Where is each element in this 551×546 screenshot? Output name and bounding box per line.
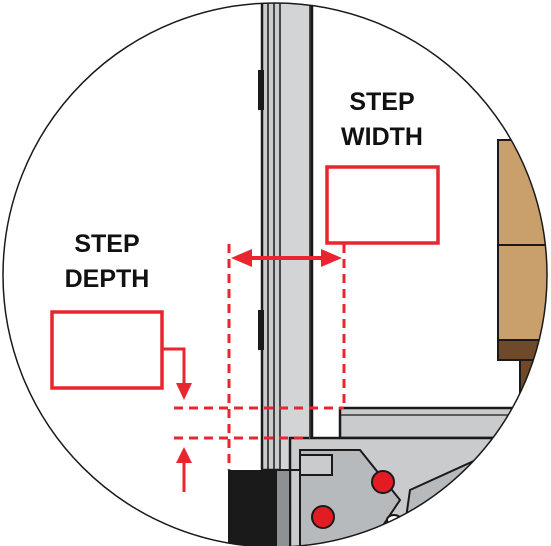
step-depth-label-line2: DEPTH [65, 265, 150, 293]
step-depth-arrows [162, 347, 192, 492]
vertical-post [258, 3, 314, 472]
step-width-label-line2: WIDTH [341, 123, 423, 151]
bolt-lower [311, 505, 335, 529]
step-depth-answer-box[interactable] [50, 310, 164, 390]
step-width-answer-box[interactable] [325, 165, 440, 245]
step-width-label-line1: STEP [349, 88, 414, 116]
bolt-upper [371, 470, 395, 494]
dimension-guides [174, 244, 346, 470]
step-width-arrow [231, 249, 342, 267]
step-platform [338, 406, 547, 440]
step-depth-label-line1: STEP [74, 230, 139, 258]
